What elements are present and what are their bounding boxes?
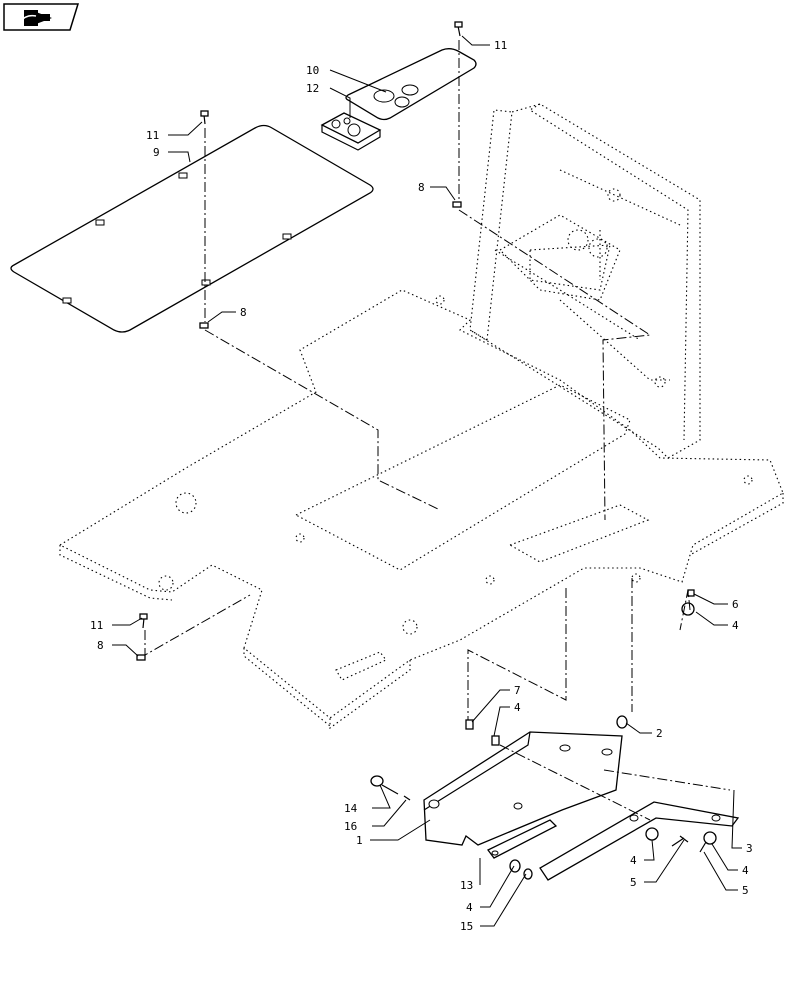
callout-16: 16 [344,820,357,833]
callout-6: 6 [732,598,739,611]
back-arrow-icon [19,10,52,26]
callout-8: 8 [97,639,104,652]
callout-8: 8 [240,306,247,319]
callout-4: 4 [630,854,637,867]
callout-8: 8 [418,181,425,194]
callout-14: 14 [344,802,358,815]
floor-mat [10,124,374,333]
callout-10: 10 [306,64,319,77]
callout-4: 4 [514,701,521,714]
callout-13: 13 [460,879,473,892]
center-lines [144,40,731,821]
bracket-13 [487,819,558,859]
callout-11: 11 [90,619,103,632]
callout-5: 5 [630,876,637,889]
bracket-3 [539,801,740,881]
leader-lines [112,35,742,927]
callout-4: 4 [742,864,749,877]
bracket-1 [423,731,623,846]
callout-11: 11 [494,39,507,52]
callout-2: 2 [656,727,663,740]
grommet [320,112,382,151]
callout-5: 5 [742,884,749,897]
callout-3: 3 [746,842,753,855]
callout-9: 9 [153,146,160,159]
callout-4: 4 [466,901,473,914]
back-button[interactable] [3,3,80,31]
floor-plate [59,289,784,730]
console-frame [469,103,701,459]
callout-11: 11 [146,129,159,142]
callout-15: 15 [460,920,473,933]
callout-1: 1 [356,834,363,847]
callout-7: 7 [514,684,521,697]
access-cover [345,48,477,121]
callout-12: 12 [306,82,319,95]
callout-labels: 11 10 12 11 9 8 8 11 8 6 4 7 4 2 14 16 1… [90,39,753,933]
callout-4: 4 [732,619,739,632]
